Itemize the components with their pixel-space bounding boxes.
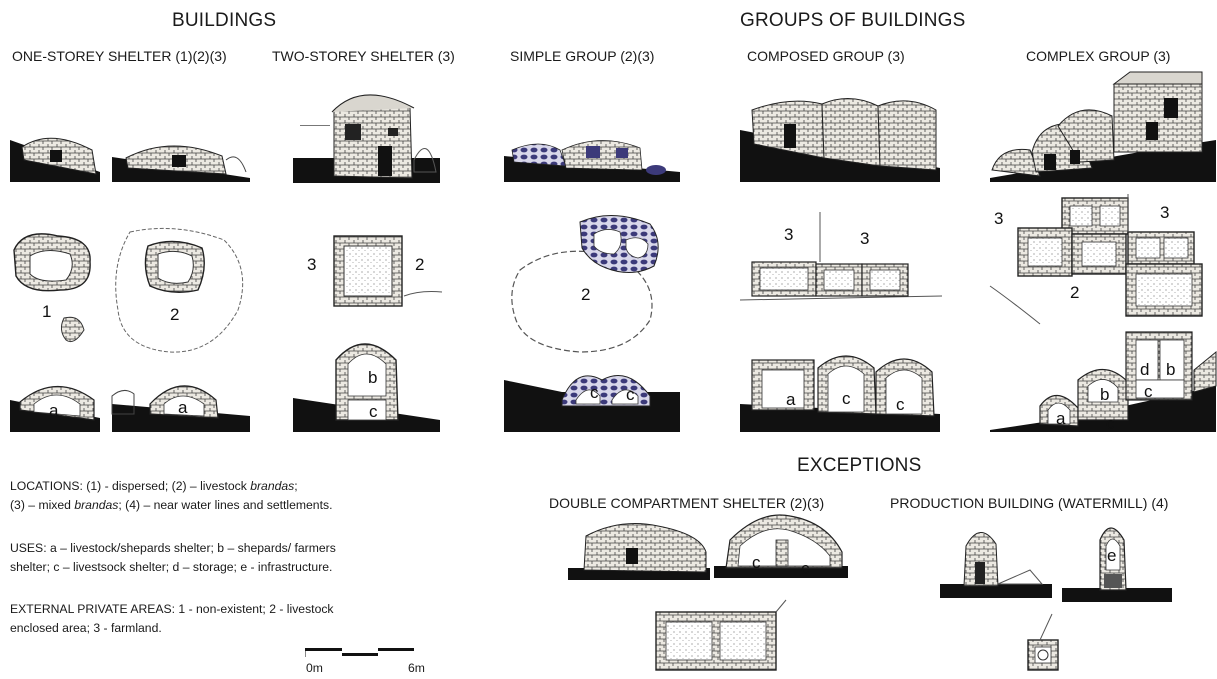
label-use-c-complex-upper: c	[1144, 382, 1153, 401]
label-use-b-complex-upper: b	[1166, 360, 1175, 379]
label-use-c-double-left: c	[752, 553, 761, 572]
scale-bar	[304, 646, 415, 658]
double-compartment-plan	[655, 599, 787, 671]
legend-uses: USES: a – livestock/shepards shelter; b …	[10, 541, 336, 574]
column-title-complex-group: COMPLEX GROUP (3)	[1026, 48, 1171, 64]
two-storey-section	[293, 343, 440, 432]
label-use-c-two-storey: c	[369, 402, 378, 421]
column-title-composed-group: COMPOSED GROUP (3)	[747, 48, 905, 64]
label-use-c-double-right: c	[801, 559, 810, 578]
label-use-a-complex: a	[1056, 409, 1066, 428]
composed-group-section	[740, 355, 940, 432]
simple-group-elevation	[504, 140, 680, 182]
label-use-a-composed: a	[786, 390, 796, 409]
column-title-double-compartment: DOUBLE COMPARTMENT SHELTER (2)(3)	[549, 495, 825, 511]
column-title-two-storey: TWO-STOREY SHELTER (3)	[272, 48, 455, 64]
one-storey-plan-2	[115, 227, 244, 353]
one-storey-section-2	[111, 385, 250, 432]
simple-group-section	[504, 375, 680, 432]
label-area-2-two-storey: 2	[415, 255, 424, 274]
watermill-elevation	[940, 532, 1052, 598]
composed-group-elevation	[740, 98, 940, 182]
label-use-c-composed-right: c	[896, 395, 905, 414]
label-use-a-section-1: a	[49, 401, 59, 420]
label-use-c-complex-lower: c	[1106, 414, 1115, 433]
legend-locations: LOCATIONS: (1) - dispersed; (2) – livest…	[10, 479, 333, 512]
label-use-d-complex: d	[1140, 360, 1149, 379]
complex-group-plan	[989, 194, 1203, 325]
label-area-3-complex-left: 3	[994, 209, 1003, 228]
label-use-c-simple-right: c	[626, 385, 635, 404]
one-storey-section-1	[10, 385, 100, 432]
label-area-3-complex-right: 3	[1160, 203, 1169, 222]
label-use-c-simple-left: c	[590, 383, 599, 402]
label-use-e-watermill: e	[1107, 546, 1116, 565]
label-use-a-section-2: a	[178, 398, 188, 417]
heading-buildings: BUILDINGS	[172, 10, 277, 31]
legend-external-areas: EXTERNAL PRIVATE AREAS: 1 - non-existent…	[10, 602, 334, 635]
heading-groups-of-buildings: GROUPS OF BUILDINGS	[740, 10, 966, 31]
double-compartment-section	[714, 514, 848, 578]
scale-label-start: 0m	[306, 661, 323, 675]
heading-exceptions: EXCEPTIONS	[797, 455, 922, 476]
one-storey-elevation-1	[10, 137, 100, 182]
scale-label-end: 6m	[408, 661, 425, 675]
column-title-simple-group: SIMPLE GROUP (2)(3)	[510, 48, 655, 64]
label-use-b-two-storey: b	[368, 368, 377, 387]
watermill-section	[1062, 527, 1172, 602]
label-area-3-composed-left: 3	[784, 225, 793, 244]
label-area-2-simple-group: 2	[581, 285, 590, 304]
label-area-3-composed-right: 3	[860, 229, 869, 248]
double-compartment-elevation	[568, 523, 710, 580]
complex-group-section	[990, 331, 1217, 432]
two-storey-plan	[333, 235, 443, 307]
label-area-2-one-storey: 2	[170, 305, 179, 324]
label-area-2-complex: 2	[1070, 283, 1079, 302]
label-use-c-composed-middle: c	[842, 389, 851, 408]
simple-group-plan	[511, 214, 659, 353]
label-area-3-two-storey: 3	[307, 255, 316, 274]
label-use-b-complex-middle: b	[1100, 385, 1109, 404]
label-area-1: 1	[42, 302, 51, 321]
composed-group-plan	[739, 212, 943, 301]
two-storey-elevation	[293, 94, 440, 183]
one-storey-plan-1	[13, 233, 91, 343]
column-title-one-storey: ONE-STOREY SHELTER (1)(2)(3)	[12, 48, 227, 64]
complex-group-elevation	[990, 71, 1216, 182]
one-storey-elevation-2	[112, 145, 250, 182]
watermill-plan	[1027, 613, 1059, 671]
column-title-production-building: PRODUCTION BUILDING (WATERMILL) (4)	[890, 495, 1169, 511]
